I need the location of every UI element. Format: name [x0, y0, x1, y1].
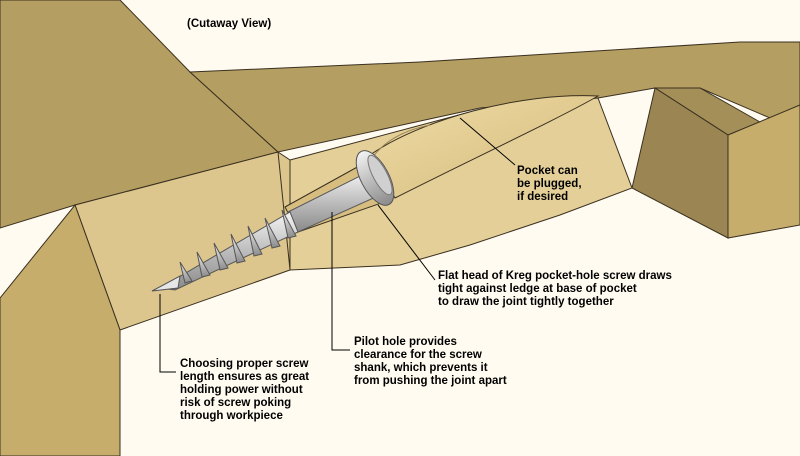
callout-pocket: Pocket can be plugged, if desired [517, 165, 582, 203]
screw-tip [151, 275, 181, 292]
leader-pilot-hole [331, 212, 350, 351]
leader-pocket [459, 117, 516, 166]
callout-pilot-hole: Pilot hole provides clearance for the sc… [354, 336, 507, 387]
leader-lines [159, 117, 516, 373]
callout-screw-head: Flat head of Kreg pocket-hole screw draw… [438, 270, 672, 308]
pocket-hole [369, 95, 600, 199]
leader-screw-head [377, 204, 436, 281]
screw-head-face [367, 154, 393, 196]
left-end-grain [0, 203, 121, 456]
pocket-ledge [371, 124, 431, 159]
callout-screw-length: Choosing proper screw length ensures as … [180, 358, 310, 422]
right-block-side [727, 104, 800, 239]
joint-line [277, 151, 291, 271]
cutaway-title: (Cutaway View) [187, 18, 272, 30]
leader-screw-length [159, 294, 176, 373]
right-workpiece-top [188, 41, 800, 153]
screw-threads [158, 209, 299, 291]
